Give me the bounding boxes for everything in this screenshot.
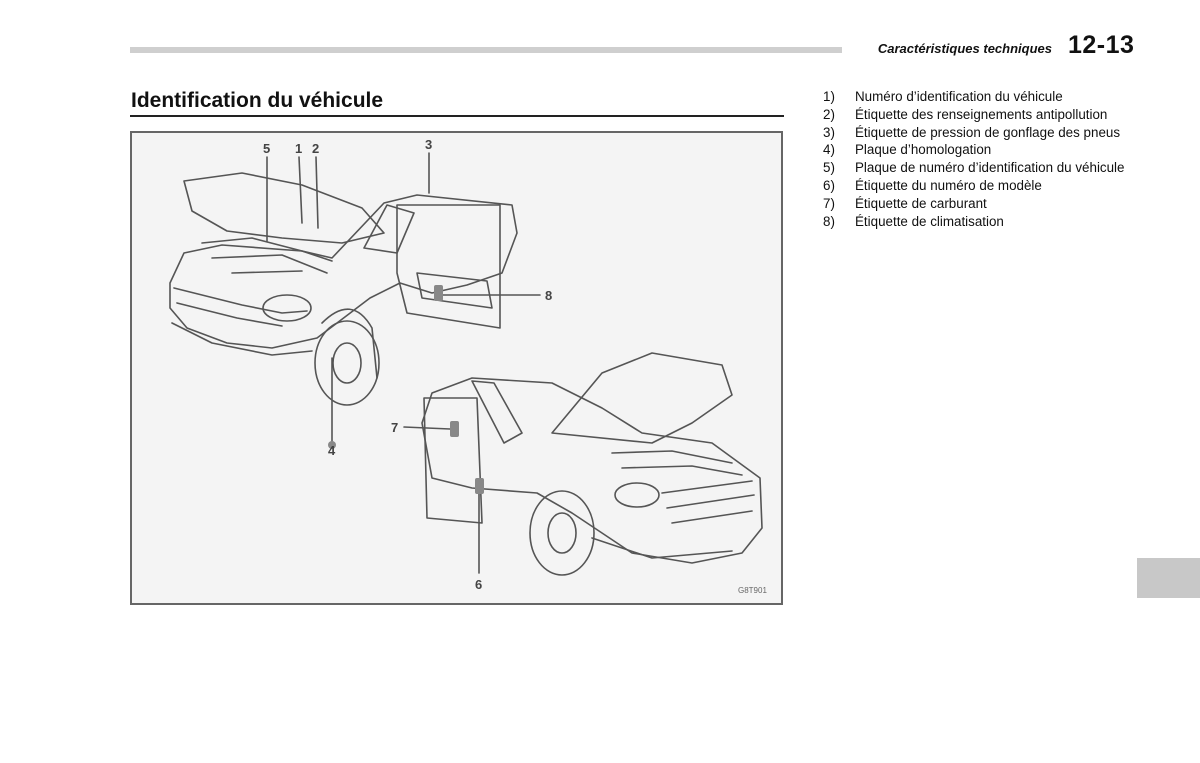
- lower-car-wheel: [529, 490, 595, 576]
- callout-5: 5: [263, 141, 270, 156]
- legend-item: 3) Étiquette de pression de gonflage des …: [823, 125, 1126, 140]
- header-rule: [130, 47, 842, 53]
- legend-number: 7): [823, 195, 835, 211]
- upper-car-headlight: [262, 294, 312, 322]
- legend-text: Étiquette de carburant: [855, 195, 987, 211]
- upper-car-hood: [183, 172, 385, 244]
- legend-text: Numéro d’identification du véhicule: [855, 89, 1063, 104]
- legend-item: 8) Étiquette de climatisation: [823, 214, 1126, 229]
- legend-item: 4) Plaque d’homologation: [823, 142, 1126, 157]
- tag-8: [434, 285, 443, 301]
- tag-4: [328, 441, 336, 449]
- legend-number: 4): [823, 142, 835, 158]
- lower-car-hood: [551, 352, 733, 444]
- legend-number: 1): [823, 89, 835, 104]
- vehicle-identification-figure: 5 1 2 3 8 4 7 6 G8T901: [130, 131, 783, 605]
- lower-car-headlight: [614, 482, 660, 508]
- callout-3: 3: [425, 137, 432, 152]
- legend-item: 5) Plaque de numéro d’identification du v…: [823, 160, 1126, 175]
- section-title: Identification du véhicule: [131, 89, 384, 112]
- legend-text: Étiquette du numéro de modèle: [855, 177, 1042, 193]
- lower-car-engine: [611, 450, 743, 476]
- lower-car-body: [421, 377, 763, 564]
- upper-car-wheel-arch: [321, 308, 378, 379]
- lower-car-windshield: [471, 380, 523, 444]
- legend-text: Plaque d’homologation: [855, 142, 992, 158]
- lower-car-hub: [547, 512, 577, 554]
- tag-6: [475, 478, 484, 494]
- upper-car-bumper: [171, 322, 313, 356]
- legend-list: 1) Numéro d’identification du véhicule 2)…: [823, 89, 1126, 231]
- legend-item: 6) Étiquette du numéro de modèle: [823, 178, 1126, 193]
- leader-2: [315, 156, 319, 229]
- lower-car-door: [423, 397, 483, 524]
- legend-number: 3): [823, 124, 835, 140]
- legend-item: 1) Numéro d’identification du véhicule: [823, 89, 1126, 104]
- upper-car-engine: [201, 237, 333, 274]
- vehicle-illustration: 5 1 2 3 8 4 7 6 G8T901: [169, 137, 767, 595]
- legend-text: Étiquette des renseignements antipolluti…: [855, 106, 1108, 122]
- legend-number: 6): [823, 177, 835, 193]
- title-underline: [130, 115, 784, 117]
- callout-8: 8: [545, 288, 552, 303]
- upper-car-body: [169, 194, 518, 349]
- legend-text: Étiquette de pression de gonflage des pn…: [855, 124, 1121, 140]
- callout-1: 1: [295, 141, 302, 156]
- upper-car-windshield: [363, 204, 415, 254]
- lower-car-bumper: [591, 537, 733, 559]
- leader-1: [298, 156, 303, 224]
- upper-car-wheel: [314, 320, 380, 406]
- callout-6: 6: [475, 577, 482, 592]
- chapter-thumb-tab: [1137, 558, 1200, 598]
- running-header: Caractéristiques techniques: [877, 41, 1052, 56]
- figure-code: G8T901: [738, 586, 767, 595]
- legend-text: Plaque de numéro d’identification du véh…: [855, 160, 1125, 176]
- legend-number: 2): [823, 106, 835, 122]
- callout-2: 2: [312, 141, 319, 156]
- tag-7: [450, 421, 459, 437]
- legend-text: Étiquette de climatisation: [855, 213, 1004, 229]
- callout-7: 7: [391, 420, 398, 435]
- upper-car-door-panel: [416, 272, 493, 309]
- legend-item: 2) Étiquette des renseignements antipollu…: [823, 107, 1126, 122]
- upper-car-hub: [332, 342, 362, 384]
- leader-7: [403, 426, 451, 430]
- upper-car-grille: [173, 287, 308, 327]
- legend-number: 8): [823, 213, 835, 229]
- upper-car-door: [396, 204, 501, 329]
- legend-number: 5): [823, 160, 835, 176]
- page-number: 12-13: [1068, 31, 1135, 59]
- legend-item: 7) Étiquette de carburant: [823, 196, 1126, 211]
- callout-4: 4: [328, 443, 336, 458]
- lower-car-grille: [661, 480, 755, 524]
